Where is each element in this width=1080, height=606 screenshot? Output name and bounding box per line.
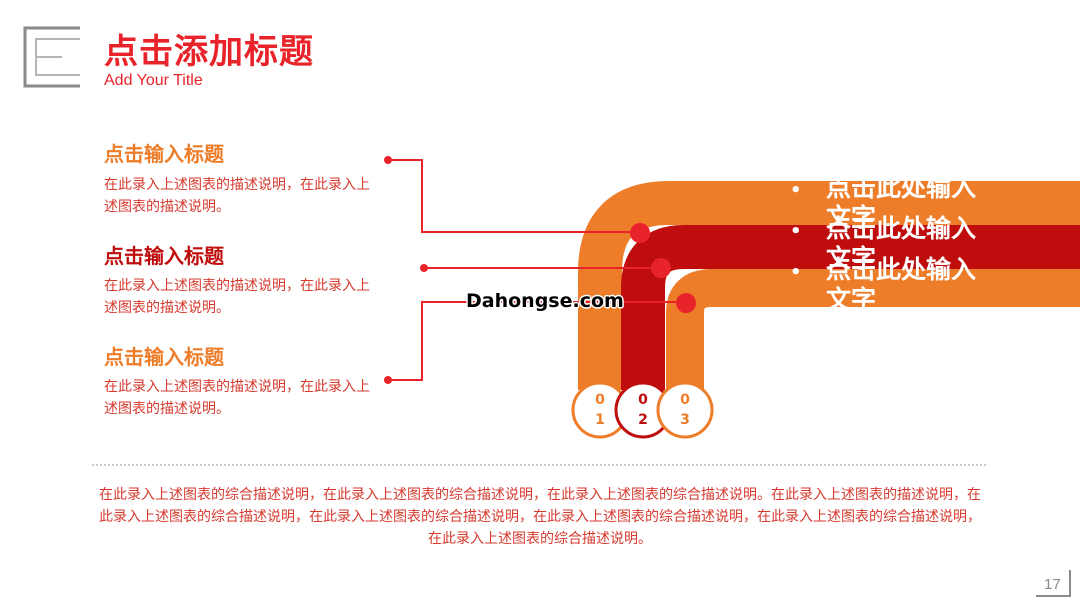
page-number: 17 — [1044, 576, 1061, 593]
connector-3 — [388, 301, 686, 381]
bullet-item-2[interactable]: •点击此处输入 文字 — [790, 214, 977, 273]
connector-1 — [388, 159, 640, 233]
number-2-bottom: 2 — [638, 412, 648, 428]
pipe-3 — [666, 269, 1080, 390]
bullet-dot-icon: • — [790, 180, 802, 201]
dotted-divider — [92, 464, 986, 466]
bullet-dot-icon: • — [790, 262, 802, 283]
connector-3-start-dot — [384, 376, 392, 384]
pipe-1 — [578, 181, 1080, 390]
page-subtitle[interactable]: Add Your Title — [104, 72, 203, 89]
number-3-bottom: 3 — [680, 412, 690, 428]
summary-text[interactable]: 在此录入上述图表的综合描述说明，在此录入上述图表的综合描述说明，在此录入上述图表… — [99, 487, 981, 547]
connector-2-start-dot — [420, 264, 428, 272]
page-corner-bracket-icon — [1036, 570, 1071, 597]
bullet-item-1[interactable]: •点击此处输入 文字 — [790, 173, 977, 232]
bullet-item-3[interactable]: •点击此处输入 文字 — [790, 255, 977, 314]
number-2-top: 0 — [638, 392, 648, 408]
number-1-bottom: 1 — [595, 412, 605, 428]
pipe-2 — [621, 225, 1080, 390]
item-2-heading[interactable]: 点击输入标题 — [104, 244, 224, 268]
watermark: Dahongse.com — [466, 290, 624, 312]
item-1-description[interactable]: 在此录入上述图表的描述说明，在此录入上述图表的描述说明。 — [104, 177, 370, 215]
page-title[interactable]: 点击添加标题 — [104, 32, 314, 72]
item-2-description[interactable]: 在此录入上述图表的描述说明，在此录入上述图表的描述说明。 — [104, 278, 370, 316]
connector-3-end-dot — [676, 293, 696, 313]
number-circle-3 — [656, 381, 714, 439]
item-3-heading[interactable]: 点击输入标题 — [104, 345, 224, 369]
item-3-description[interactable]: 在此录入上述图表的描述说明，在此录入上述图表的描述说明。 — [104, 379, 370, 417]
number-1-top: 0 — [595, 392, 605, 408]
connector-1-end-dot — [630, 223, 650, 243]
logo-bracket-icon — [23, 26, 80, 88]
connector-1-start-dot — [384, 156, 392, 164]
bullet-dot-icon: • — [790, 221, 802, 242]
item-1-heading[interactable]: 点击输入标题 — [104, 142, 224, 166]
number-3-top: 0 — [680, 392, 690, 408]
connector-2-end-dot — [651, 258, 671, 278]
